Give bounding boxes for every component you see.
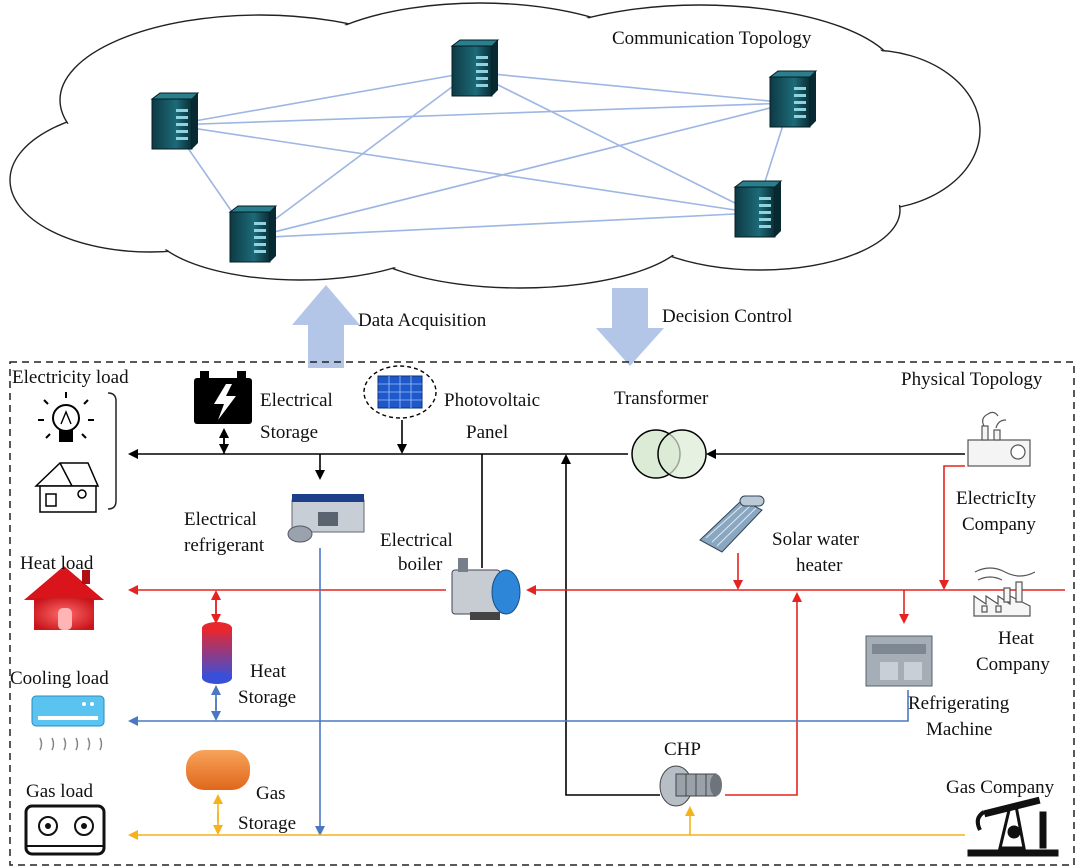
air-conditioner-icon: [31, 695, 105, 751]
communication-links: [171, 71, 791, 239]
electricity-load-bracket: [107, 392, 117, 510]
comm-link: [249, 71, 473, 239]
data-acquisition-arrow: [292, 285, 360, 368]
decision-control-label: Decision Control: [662, 306, 793, 327]
photovoltaic-label-line1: Photovoltaic: [444, 390, 541, 411]
battery-icon: [194, 371, 252, 424]
heat-storage-label-line2: Storage: [238, 687, 297, 708]
heat-plant-icon: [973, 567, 1036, 617]
server-icon: [768, 70, 818, 128]
house-icon: [34, 462, 100, 513]
chp-label: CHP: [664, 739, 701, 760]
chp-turbine-icon: [659, 765, 722, 807]
electric-bus: [128, 420, 965, 796]
electricity-company-label-line1: ElectricIty: [956, 488, 1037, 509]
gas-stove-icon: [24, 804, 106, 856]
cooling-load-label: Cooling load: [10, 668, 109, 689]
heat-storage-label-line1: Heat: [250, 661, 286, 682]
electrical-refrigerant-label-line2: refrigerant: [184, 535, 265, 556]
comm-link: [471, 71, 791, 104]
heat-company-label-line1: Heat: [998, 628, 1034, 649]
data-acquisition-label: Data Acquisition: [358, 310, 487, 331]
server-icon: [733, 180, 783, 238]
physical-topology-frame: [9, 361, 1075, 866]
heat-company-label-line2: Company: [976, 654, 1050, 675]
heat-house-icon: [24, 566, 104, 630]
decision-control-arrow: [596, 288, 664, 366]
gas-bus: [128, 794, 965, 840]
gas-company-label: Gas Company: [946, 777, 1055, 798]
power-plant-icon: [967, 411, 1031, 467]
solar-water-heater-label-line1: Solar water: [772, 529, 860, 550]
gas-storage-label-line1: Gas: [256, 783, 286, 804]
heat-load-label: Heat load: [20, 553, 94, 574]
gas-storage-label-line2: Storage: [238, 813, 297, 834]
electrical-storage-label-line2: Storage: [260, 422, 319, 443]
electric-boiler-icon: [451, 558, 521, 620]
electrical-boiler-label-line1: Electrical: [380, 530, 453, 551]
light-bulb-icon: [38, 392, 94, 442]
server-icon: [228, 205, 278, 263]
electrical-boiler-label-line2: boiler: [398, 554, 443, 575]
comm-link: [171, 124, 756, 214]
server-icon: [450, 39, 500, 97]
electricity-load-label: Electricity load: [12, 367, 129, 388]
heat-bus: [128, 465, 1065, 796]
solar-water-heater-label-line2: heater: [796, 555, 843, 576]
comm-link: [249, 212, 756, 239]
pump-jack-icon: [967, 796, 1059, 857]
solar-panel-icon: [363, 365, 437, 419]
electrical-refrigerant-label-line1: Electrical: [184, 509, 257, 530]
refrigerating-machine-label-line2: Machine: [926, 719, 993, 740]
heat-storage-tank-icon: [202, 622, 232, 684]
gas-load-label: Gas load: [26, 781, 94, 802]
comm-link: [249, 102, 791, 239]
comm-link: [171, 71, 473, 126]
cooling-bus: [128, 548, 909, 836]
communication-topology-title: Communication Topology: [612, 28, 812, 49]
refrigerating-machine-label-line1: Refrigerating: [908, 693, 1010, 714]
server-icon: [150, 92, 200, 150]
electricity-company-label-line2: Company: [962, 514, 1036, 535]
gas-storage-tank-icon: [186, 750, 250, 790]
electrical-storage-label-line1: Electrical: [260, 390, 333, 411]
comm-link: [471, 71, 756, 214]
transformer-label: Transformer: [614, 388, 709, 409]
solar-water-heater-icon: [699, 495, 765, 553]
comm-link: [171, 102, 791, 126]
chiller-icon: [287, 494, 365, 543]
transformer-icon: [631, 429, 707, 479]
physical-topology-title: Physical Topology: [901, 369, 1043, 390]
photovoltaic-label-line2: Panel: [466, 422, 509, 443]
absorption-chiller-icon: [865, 635, 933, 687]
server-nodes: [150, 39, 818, 263]
